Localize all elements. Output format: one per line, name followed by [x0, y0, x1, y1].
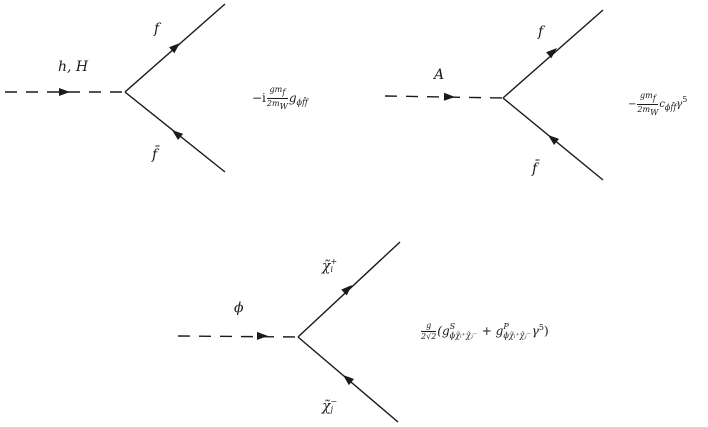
arrow-fermion-in-1	[172, 130, 184, 141]
arrow-fermion-out-2	[546, 48, 557, 59]
arrow-fermion-in-3	[343, 375, 354, 386]
scalar-line-3	[177, 335, 299, 338]
fermion-out-label-1: f	[154, 21, 160, 37]
arrow-scalar-2	[443, 92, 455, 101]
fermion-out-label-3: χ̃+i	[322, 257, 338, 275]
arrow-fermion-in-2	[548, 135, 560, 146]
arrow-fermion-out-3	[341, 285, 352, 296]
arrow-fermion-out-1	[169, 43, 180, 54]
arrow-scalar-3	[256, 331, 268, 340]
scalar-label-2: A	[434, 67, 445, 83]
fermion-in-label-1: f̄	[152, 147, 158, 163]
fermion-out-label-2: f	[538, 24, 544, 40]
scalar-label-1: h, H	[58, 59, 89, 75]
scalar-label-3: ϕ	[234, 300, 244, 316]
arrow-scalar-1	[59, 88, 70, 96]
fermion-in-label-3: χ̃−j	[322, 397, 338, 415]
fermion-in-label-2: f̄	[532, 161, 538, 177]
